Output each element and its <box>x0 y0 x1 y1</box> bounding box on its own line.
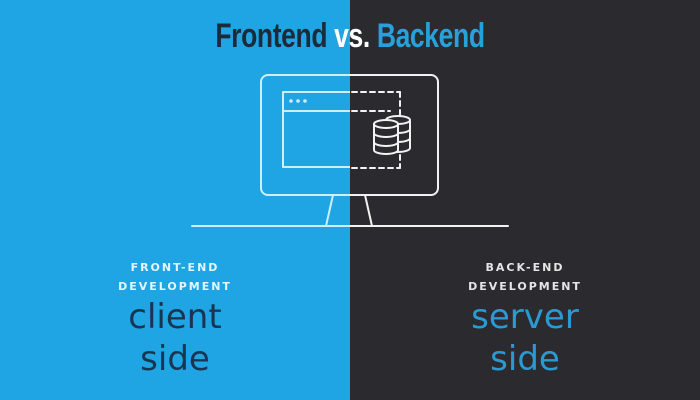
title-backend: Backend <box>376 17 485 55</box>
frontend-panel <box>0 0 350 400</box>
page-title: Frontend vs. Backend <box>77 14 623 58</box>
backend-label: BACK-END DEVELOPMENT <box>468 261 582 293</box>
frontend-label: FRONT-END DEVELOPMENT <box>118 261 232 293</box>
title-frontend: Frontend <box>215 17 328 55</box>
database-icon <box>373 115 411 155</box>
window-dots-icon <box>289 99 307 103</box>
backend-panel <box>350 0 700 400</box>
client-side-text: client side <box>128 297 222 379</box>
server-side-text: server side <box>471 297 579 379</box>
title-vs: vs. <box>334 17 370 55</box>
